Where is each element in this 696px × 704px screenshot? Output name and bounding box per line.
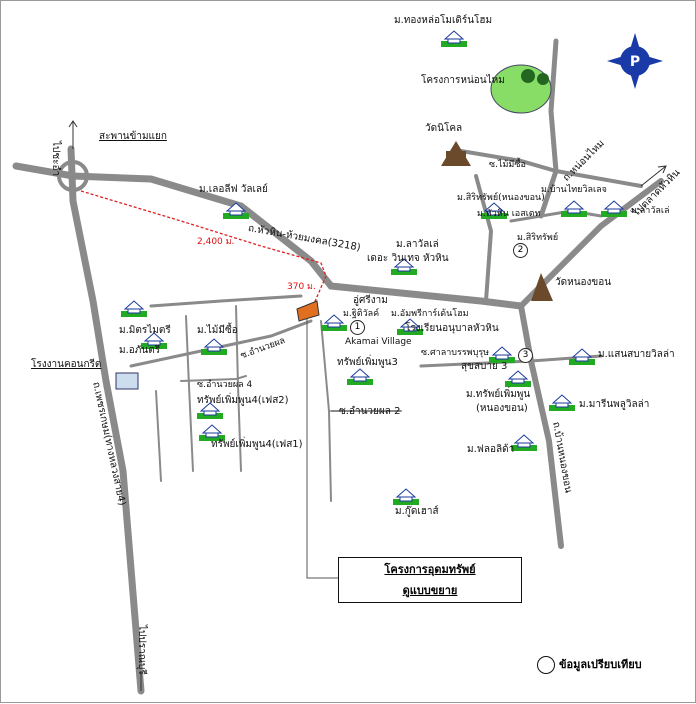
road-v4 <box>320 320 332 502</box>
label-aphantri: ม.อภันตรี <box>119 345 161 356</box>
compass-icon: P <box>607 33 663 89</box>
svg-text:P: P <box>630 54 640 70</box>
house-icon <box>511 434 537 451</box>
road-nongmai <box>459 149 643 188</box>
label-lavale-right: ม.ลาวัลเล่ <box>631 206 670 216</box>
legend: ข้อมูลเปรียบเทียบ <box>537 655 642 674</box>
house-icon <box>393 488 419 505</box>
label-marin: ม.มารีนพลูวิลล่า <box>579 399 650 410</box>
project-callout: โครงการอุดมทรัพย์ ดูแบบขยาย <box>338 557 522 603</box>
house-icon <box>569 348 595 365</box>
label-floral: ม.ฟลอลิด้า <box>467 444 515 455</box>
road-v1 <box>235 305 242 472</box>
house-icon <box>549 394 575 411</box>
road-siri <box>474 174 494 303</box>
label-sap-perm-nong-khon-2: (หนองขอน) <box>476 403 528 414</box>
comparison-marker-3: 3 <box>518 348 533 363</box>
road-highway <box>67 145 145 695</box>
road-amnuay4 <box>180 375 247 382</box>
house-icon <box>121 300 147 317</box>
house-icon <box>391 258 417 275</box>
label-school: โรงเรียนอนุบาลหัวหิน <box>405 323 499 334</box>
house-icon <box>601 200 627 217</box>
comparison-marker-1: 1 <box>350 320 365 335</box>
house-icon <box>321 314 347 331</box>
label-akamai: Akamai Village <box>345 337 412 347</box>
road-north <box>538 38 559 219</box>
house-icon <box>441 30 467 47</box>
label-lavale: ม.ลาวัลเล่ <box>396 239 439 250</box>
road-nongkhon <box>518 303 564 549</box>
temple-icon <box>531 273 553 301</box>
label-nong-mai-project: โครงการหน่อนไหม <box>421 75 505 86</box>
label-wat-nong-khon: วัดหนองขอน <box>555 277 612 288</box>
label-soi-amnuay4: ซ.อำนวยผล 4 <box>197 380 253 390</box>
label-to-pran-buri: ไปปราณบุรี <box>136 625 147 675</box>
label-sap-perm-3: ทรัพย์เพิ่มพูน3 <box>337 357 398 368</box>
label-soi-maimi: ซ.ไม้มีซื้อ <box>489 160 526 170</box>
road-v2 <box>185 315 194 472</box>
label-mai-mi: ม.ไม้มีซื้อ <box>197 325 238 336</box>
park-area <box>490 64 552 114</box>
label-to-cha-am: ไปชะอำ <box>50 141 61 177</box>
legend-label: ข้อมูลเปรียบเทียบ <box>559 658 642 671</box>
factory-icon <box>115 372 139 390</box>
house-icon <box>505 370 531 387</box>
road-3218 <box>12 162 525 310</box>
house-icon <box>489 346 515 363</box>
house-icon <box>347 368 373 385</box>
label-mitri: ม.มิตรไมตรี <box>119 325 171 336</box>
label-ban-thai-village: ม.บ้านไทยวิลเลจ <box>541 185 607 195</box>
arrow-talat <box>640 165 667 187</box>
label-overpass: สะพานข้ามแยก <box>99 131 167 142</box>
label-sap-perm-4-phase2: ทรัพย์เพิ่มพูน4(เฟส2) <box>197 395 289 406</box>
project-title: โครงการอุดมทรัพย์ <box>384 563 476 576</box>
project-enlarge-link[interactable]: ดูแบบขยาย <box>402 584 458 597</box>
house-icon <box>561 200 587 217</box>
label-distance-370: 370 ม. <box>287 282 316 292</box>
house-icon <box>481 202 507 219</box>
tree-icon <box>521 69 535 83</box>
tree-icon <box>537 73 549 85</box>
temple-icon <box>441 141 471 166</box>
label-good-house: ม.กู๊ดเฮาส์ <box>395 506 439 517</box>
label-siri-sap: ม.สิริทรัพย์ <box>517 233 559 243</box>
house-icon <box>141 332 167 349</box>
label-life-valley: ม.เลอลีฟ วัลเลย์ <box>199 184 268 195</box>
label-sap-perm-nong-khon: ม.ทรัพย์เพิ่มพูน <box>466 389 531 400</box>
route-2400 <box>80 190 327 277</box>
label-thong-lo: ม.ทองหล่อโมเดิร์นโฮม <box>394 15 493 26</box>
label-thitiwan: ม.ฐิติวัลค์ <box>343 309 380 319</box>
label-concrete-factory: โรงงานคอนกรีต <box>31 359 102 370</box>
label-siri-nong-khon: ม.สิริทรัพย์(หนองขอน) <box>457 193 545 203</box>
label-sap-perm-4-phase1: ทรัพย์เพิ่มพูน4(เฟส1) <box>211 439 303 450</box>
label-san-sabai: ม.แสนสบายวิลล่า <box>598 349 675 360</box>
legend-circle-icon <box>537 656 555 674</box>
road-v3 <box>155 390 162 482</box>
label-distance-2400: 2,400 ม. <box>197 237 235 247</box>
comparison-marker-2: 2 <box>513 243 528 258</box>
label-sala: ซ.ศาลาบรรพบุรุษ <box>421 348 490 358</box>
label-soi-amnuay2: ซ.อำนวยผล 2 <box>339 406 401 417</box>
house-icon <box>397 318 423 335</box>
label-wat-nikhom: วัดนิโคล <box>425 123 463 134</box>
label-the-vintage: เดอะ วินเทจ หัวหิน <box>367 253 449 264</box>
road-west <box>149 294 303 308</box>
house-icon <box>197 402 223 419</box>
house-icon <box>199 424 225 441</box>
house-icon <box>223 202 249 219</box>
house-icon <box>201 338 227 355</box>
label-amphri: ม.อัมพรีการ์เด้นโฮม <box>391 309 469 319</box>
project-marker <box>296 300 320 322</box>
arrow-cha-am <box>68 120 78 149</box>
label-hua-hin-estate: ม.หัวหิน เอสเตท <box>477 209 541 219</box>
route-370 <box>312 275 327 307</box>
label-u-sri-ngam: อู่ศรีงาม <box>353 295 388 306</box>
project-pointer <box>306 319 338 579</box>
label-suk-sabai: สุขสบาย 3 <box>461 361 508 372</box>
